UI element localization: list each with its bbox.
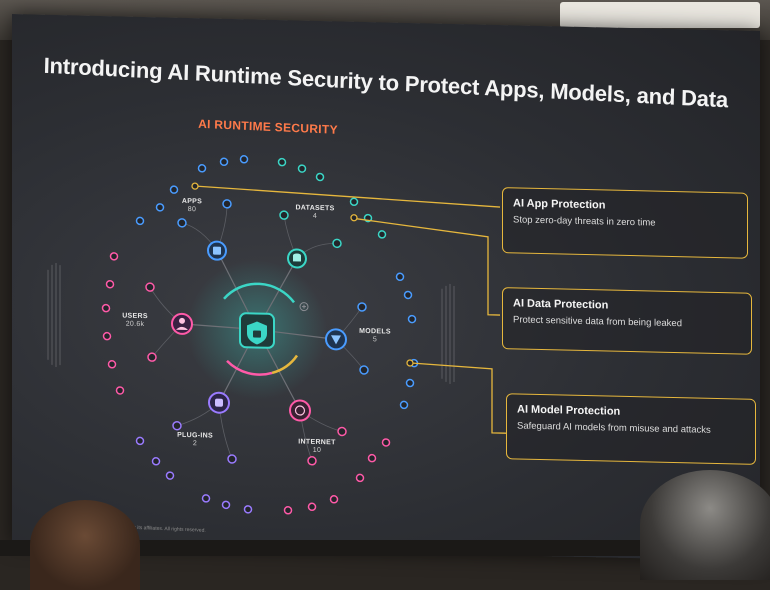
node-internet-count: 10 bbox=[292, 446, 342, 454]
node-plugins-label: PLUG-INS bbox=[177, 432, 213, 440]
node-models-label: MODELS bbox=[359, 328, 391, 336]
node-datasets-label: DATASETS bbox=[295, 204, 334, 212]
right-grill bbox=[442, 284, 454, 384]
node-users-count: 20.6k bbox=[110, 320, 160, 328]
node-models: MODELS 5 bbox=[350, 328, 400, 344]
callout-data-protection: AI Data Protection Protect sensitive dat… bbox=[502, 287, 752, 355]
node-apps-count: 80 bbox=[167, 206, 217, 214]
callout-description: Safeguard AI models from misuse and atta… bbox=[517, 420, 745, 436]
node-apps: APPS 80 bbox=[167, 198, 217, 214]
node-users: USERS 20.6k bbox=[110, 312, 160, 328]
shield-lock-icon bbox=[240, 313, 274, 348]
callout-title: AI App Protection bbox=[513, 197, 737, 214]
globe-icon bbox=[290, 400, 310, 420]
node-plugins: PLUG-INS 2 bbox=[170, 432, 220, 448]
model-icon bbox=[326, 329, 346, 349]
callout-title: AI Model Protection bbox=[517, 403, 745, 420]
node-datasets: DATASETS 4 bbox=[290, 204, 340, 220]
node-apps-label: APPS bbox=[182, 198, 202, 205]
node-datasets-count: 4 bbox=[290, 212, 340, 220]
node-plugins-count: 2 bbox=[170, 440, 220, 448]
callout-model-protection: AI Model Protection Safeguard AI models … bbox=[506, 393, 756, 465]
ceiling-light bbox=[560, 2, 760, 28]
callout-app-protection: AI App Protection Stop zero-day threats … bbox=[502, 187, 748, 259]
app-icon bbox=[208, 241, 226, 259]
database-icon bbox=[288, 249, 306, 267]
audience-head-right bbox=[640, 470, 770, 580]
network-diagram bbox=[12, 14, 760, 561]
audience-head-left bbox=[30, 500, 140, 590]
projection-screen: Introducing AI Runtime Security to Prote… bbox=[12, 14, 760, 561]
callout-title: AI Data Protection bbox=[513, 297, 741, 314]
node-internet: INTERNET 10 bbox=[292, 438, 342, 454]
user-icon bbox=[172, 314, 192, 334]
callout-description: Stop zero-day threats in zero time bbox=[513, 214, 737, 230]
node-models-count: 5 bbox=[350, 336, 400, 344]
node-internet-label: INTERNET bbox=[298, 438, 335, 446]
plugin-icon bbox=[209, 392, 229, 412]
node-users-label: USERS bbox=[122, 313, 148, 321]
left-grill bbox=[48, 263, 60, 367]
callout-description: Protect sensitive data from being leaked bbox=[513, 314, 741, 330]
